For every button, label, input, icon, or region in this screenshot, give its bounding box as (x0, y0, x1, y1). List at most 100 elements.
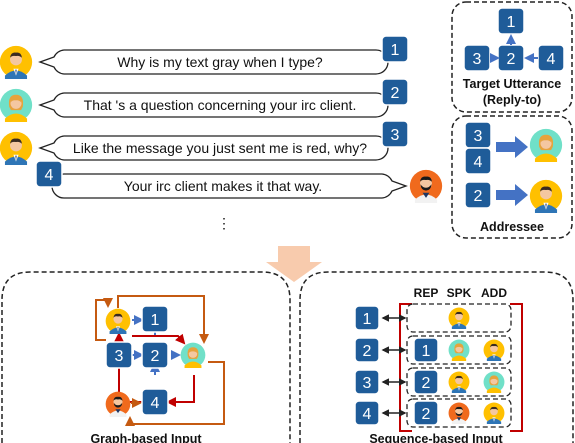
panel-border (1, 271, 291, 443)
panel-title: Addressee (480, 220, 544, 234)
speaker-avatar (0, 131, 33, 165)
edge-red (132, 333, 186, 345)
node-label: 1 (363, 311, 372, 328)
node-label: 1 (507, 14, 516, 31)
addressee-source-node: 3 (464, 121, 492, 149)
speaker-avatar (0, 45, 33, 79)
speaker-avatar (180, 342, 206, 368)
node-label: 4 (547, 51, 556, 68)
node-label: 4 (474, 154, 483, 171)
node-label: 4 (363, 406, 372, 423)
panel-subtitle: (Reply-to) (483, 93, 541, 107)
node-box (413, 337, 439, 363)
utterance-text: That 's a question concerning your irc c… (84, 97, 357, 113)
utterance-text: Like the message you just sent me is red… (73, 140, 367, 156)
node-label: 3 (391, 127, 400, 144)
utterance-text: Why is my text gray when I type? (117, 54, 323, 70)
node-box (354, 400, 380, 426)
panel-border (451, 115, 573, 239)
row-speaker-avatar (448, 339, 470, 361)
edge-orange (117, 295, 209, 344)
down-arrow (266, 246, 322, 282)
flow-arrow-shape (266, 246, 322, 282)
node-label: 3 (474, 128, 483, 145)
node-label: 3 (115, 348, 124, 365)
row-addressee-avatar (483, 371, 505, 393)
row-utterance-node: 3 (354, 369, 380, 395)
utterance-number-badge: 3 (381, 120, 409, 148)
node-label: 2 (422, 406, 431, 423)
column-header: REP (414, 286, 439, 300)
utterance-row: That 's a question concerning your irc c… (0, 78, 409, 122)
node-label: 3 (363, 375, 372, 392)
node-box (381, 120, 409, 148)
node-box (141, 305, 169, 333)
row-utterance-node: 1 (354, 305, 380, 331)
row-reply-node: 2 (413, 400, 439, 426)
column-header: ADD (481, 286, 507, 300)
utterance-row: Your irc client makes it that way. 4 (35, 160, 443, 203)
utterance-number-badge: 1 (381, 35, 409, 63)
node-box (464, 181, 492, 209)
node-4: 4 (537, 44, 565, 72)
graph-node-1: 1 (141, 305, 169, 333)
panel-title: Target Utterance (463, 77, 561, 91)
ellipsis: ⋮ (217, 215, 231, 231)
node-label: 1 (422, 343, 431, 360)
node-box (464, 147, 492, 175)
row-speaker-avatar (448, 371, 470, 393)
node-box (354, 337, 380, 363)
node-label: 1 (151, 312, 160, 329)
graph-node-4: 4 (141, 388, 169, 416)
node-label: 2 (507, 51, 516, 68)
addressee-avatar (529, 128, 563, 162)
speaker-avatar (0, 88, 33, 122)
addressee-source-node: 2 (464, 181, 492, 209)
row-slot-box (406, 303, 512, 333)
node-box (141, 388, 169, 416)
addressee-arrow (496, 184, 528, 206)
row-speaker-avatar (448, 402, 470, 424)
node-label: 4 (45, 167, 54, 184)
sequence-bracket (510, 303, 523, 432)
row-utterance-node: 2 (354, 337, 380, 363)
graph-node-3: 3 (105, 341, 133, 369)
utterance-text: Your irc client makes it that way. (124, 178, 322, 194)
node-box (354, 369, 380, 395)
speaker-avatar (409, 169, 443, 203)
node-label: 2 (474, 188, 483, 205)
utterance-number-badge: 2 (381, 78, 409, 106)
node-box (381, 78, 409, 106)
edge-orange (125, 361, 225, 426)
node-box (413, 369, 439, 395)
node-3: 3 (463, 44, 491, 72)
node-label: 2 (422, 375, 431, 392)
node-label: 2 (391, 85, 400, 102)
speaker-avatar (105, 391, 131, 417)
node-label: 4 (151, 395, 160, 412)
sequence-bracket (399, 303, 412, 432)
graph-node-2: 2 (141, 341, 169, 369)
node-2: 2 (497, 44, 525, 72)
panel-caption: Graph-based Input (90, 432, 202, 443)
node-box (35, 160, 63, 188)
node-1: 1 (497, 7, 525, 35)
utterance-row: Like the message you just sent me is red… (0, 120, 409, 165)
node-box (381, 35, 409, 63)
edge-red (166, 375, 195, 407)
node-box (141, 341, 169, 369)
row-reply-node: 1 (413, 337, 439, 363)
column-header: SPK (447, 286, 472, 300)
row-utterance-node: 4 (354, 400, 380, 426)
row-addressee-avatar (483, 339, 505, 361)
row-slot-box (406, 335, 512, 365)
row-reply-node: 2 (413, 369, 439, 395)
panel-border (451, 1, 573, 113)
